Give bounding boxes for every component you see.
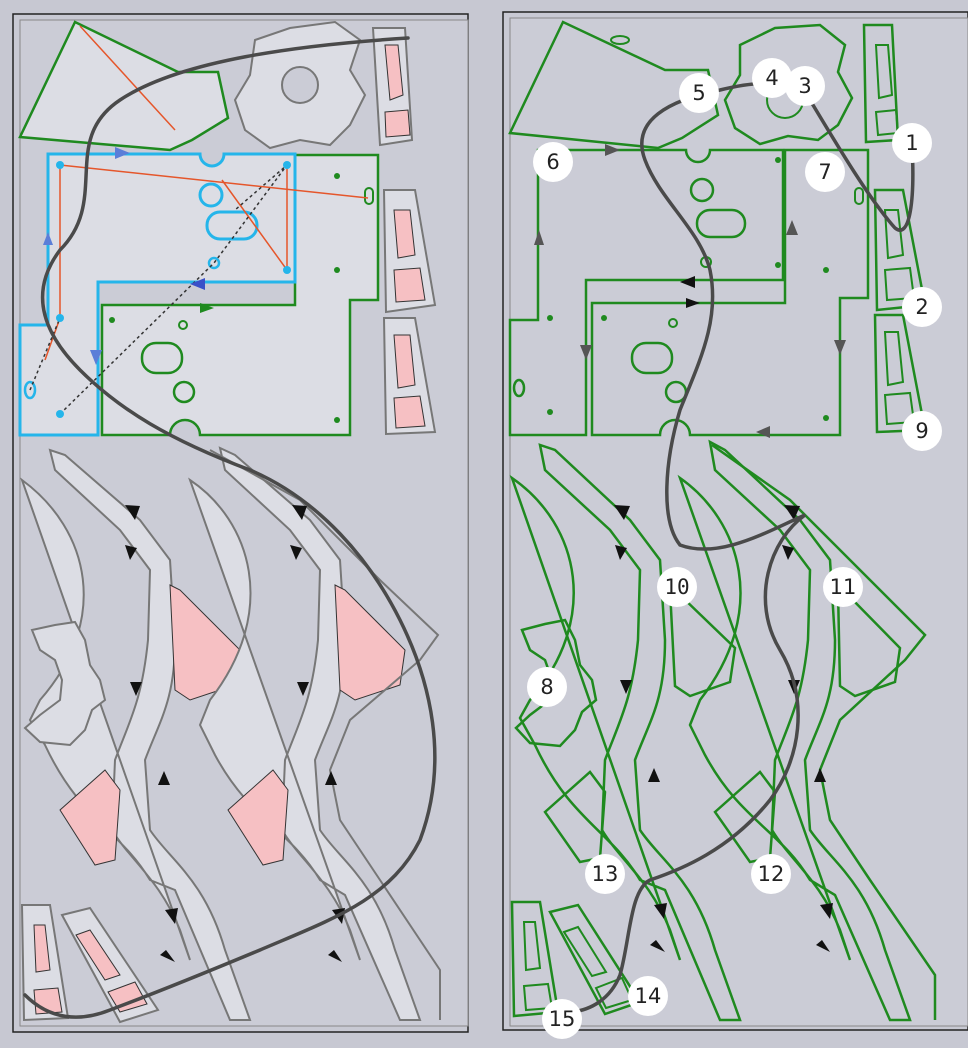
part-selected-blue[interactable] (18, 152, 297, 437)
svg-text:11: 11 (830, 575, 857, 599)
rapid-path-left (23, 36, 437, 1019)
sequence-labels: 1 2 3 4 5 6 7 8 9 10 11 12 13 14 15 (527, 58, 942, 1039)
svg-text:14: 14 (635, 984, 662, 1008)
left-sheet (12, 13, 469, 1033)
part-wave-left[interactable] (19, 448, 252, 1021)
part-frame-green[interactable] (100, 153, 380, 437)
svg-text:7: 7 (818, 160, 831, 184)
sequence-label-2[interactable]: 2 (902, 287, 942, 327)
svg-text:10: 10 (664, 575, 689, 599)
part-organic-small[interactable] (23, 620, 107, 747)
sequence-label-13[interactable]: 13 (585, 854, 625, 894)
sequence-label-5[interactable]: 5 (679, 73, 719, 113)
svg-text:5: 5 (692, 81, 705, 105)
sequence-label-6[interactable]: 6 (533, 142, 573, 182)
sequence-label-9[interactable]: 9 (902, 411, 942, 451)
sequence-label-11[interactable]: 11 (823, 567, 863, 607)
svg-text:6: 6 (546, 150, 559, 174)
svg-text:3: 3 (798, 74, 811, 98)
part-triangle-top[interactable] (18, 20, 230, 152)
svg-text:12: 12 (758, 862, 785, 886)
sequence-label-15[interactable]: 15 (542, 999, 582, 1039)
sequence-label-4[interactable]: 4 (752, 58, 792, 98)
svg-text:13: 13 (592, 862, 619, 886)
svg-text:15: 15 (549, 1007, 576, 1031)
svg-text:9: 9 (915, 419, 928, 443)
sequence-label-14[interactable]: 14 (628, 976, 668, 1016)
svg-text:8: 8 (540, 675, 553, 699)
part-outer-wave[interactable] (209, 449, 441, 1020)
sequence-label-10[interactable]: 10 (657, 567, 697, 607)
svg-text:1: 1 (905, 131, 918, 155)
part-wave-right[interactable] (188, 446, 422, 1021)
sequence-label-3[interactable]: 3 (785, 66, 825, 106)
part-frame-a-r[interactable] (508, 148, 785, 437)
svg-text:4: 4 (765, 66, 778, 90)
sequence-label-8[interactable]: 8 (527, 667, 567, 707)
sequence-label-12[interactable]: 12 (751, 854, 791, 894)
svg-text:2: 2 (915, 295, 928, 319)
sequence-label-7[interactable]: 7 (805, 152, 845, 192)
right-sheet (502, 11, 968, 1031)
sequence-label-1[interactable]: 1 (892, 123, 932, 163)
